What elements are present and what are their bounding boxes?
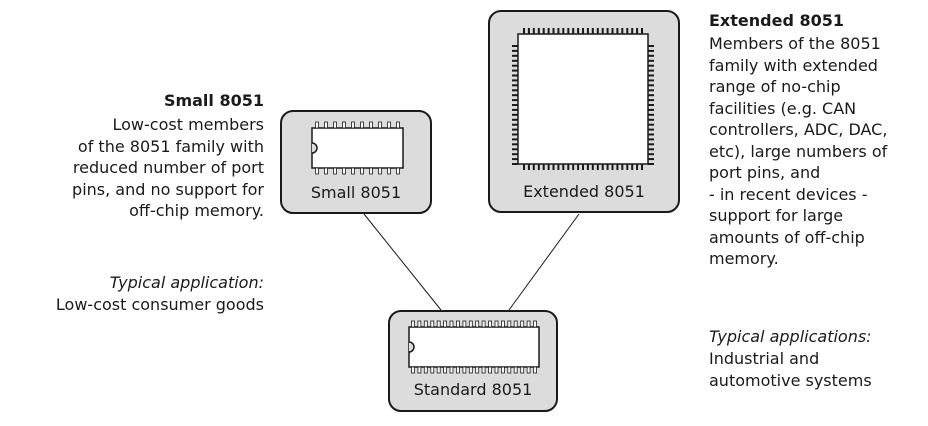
extended-8051-chip-label: Extended 8051 [523, 182, 645, 201]
connector-small-to-standard [363, 213, 442, 311]
extended-8051-application-label: Typical applications: [709, 327, 872, 346]
small-8051-chip-label: Small 8051 [310, 183, 402, 202]
small-8051-description: Low-cost members of the 8051 family with… [72, 115, 264, 220]
small-8051-heading: Small 8051 [163, 91, 264, 110]
extended-8051-application: Industrial and automotive systems [709, 349, 872, 390]
small-8051-application: Low-cost consumer goods [55, 295, 264, 314]
extended-8051-heading: Extended 8051 [709, 11, 844, 30]
qfp-chip-icon [512, 28, 654, 170]
extended-8051-description: Members of the 8051 family with extended… [709, 34, 888, 268]
connector-extended-to-standard [508, 213, 580, 311]
small-8051-chip-box: Small 8051 [280, 110, 432, 214]
standard-8051-chip-box: Standard 8051 [388, 310, 558, 412]
standard-8051-chip-label: Standard 8051 [413, 380, 533, 399]
extended-8051-chip-box: Extended 8051 [488, 10, 680, 213]
small-dip-chip-icon [311, 121, 404, 175]
standard-dip-chip-icon [408, 320, 540, 374]
small-8051-application-label: Typical application: [109, 273, 264, 292]
